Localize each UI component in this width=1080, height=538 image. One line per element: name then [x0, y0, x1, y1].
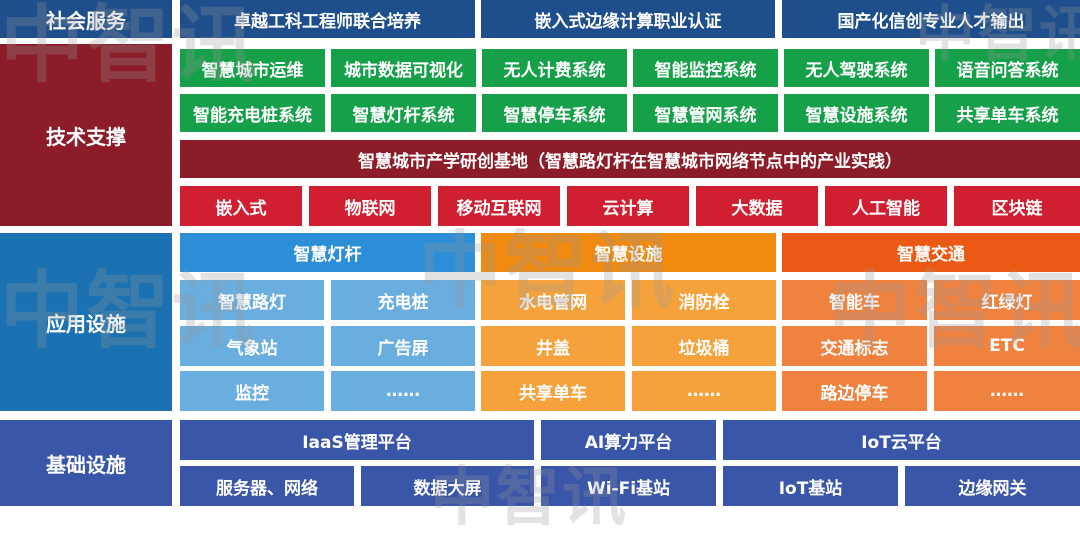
- group-header-smart-facilities: 智慧设施: [481, 233, 776, 272]
- group-header-smart-traffic: 智慧交通: [782, 233, 1080, 272]
- app-item-traffic-sign: 交通标志: [782, 326, 927, 366]
- system-smart-facilities: 智慧设施系统: [784, 94, 929, 132]
- group-header-smart-lamppost: 智慧灯杆: [180, 233, 475, 272]
- social-item-edge-certification: 嵌入式边缘计算职业认证: [481, 0, 775, 38]
- tech-ai: 人工智能: [825, 186, 947, 226]
- social-services-label: 社会服务: [0, 0, 172, 38]
- social-item-engineer-training: 卓越工科工程师联合培养: [180, 0, 475, 38]
- app-item-charging-pile: 充电桩: [331, 280, 475, 320]
- app-item-ad-screen: 广告屏: [331, 326, 475, 366]
- tech-big-data: 大数据: [696, 186, 818, 226]
- app-item-more-facilities: ……: [632, 371, 776, 411]
- app-item-more-traffic: ……: [934, 371, 1080, 411]
- system-city-data-visualization: 城市数据可视化: [331, 49, 476, 87]
- device-iot-station: IoT基站: [723, 466, 898, 506]
- system-autonomous-driving: 无人驾驶系统: [784, 49, 929, 87]
- app-item-smart-car: 智能车: [782, 280, 927, 320]
- application-facilities-label: 应用设施: [0, 233, 172, 411]
- app-item-surveillance: 监控: [180, 371, 324, 411]
- app-item-shared-bike: 共享单车: [481, 371, 625, 411]
- system-smart-city-ops: 智慧城市运维: [180, 49, 325, 87]
- system-smart-parking: 智慧停车系统: [482, 94, 627, 132]
- app-item-smart-streetlight: 智慧路灯: [180, 280, 324, 320]
- system-smart-monitoring: 智能监控系统: [633, 49, 778, 87]
- app-item-fire-hydrant: 消防栓: [632, 280, 776, 320]
- device-server-network: 服务器、网络: [180, 466, 354, 506]
- app-item-more-lamppost: ……: [331, 371, 475, 411]
- app-item-etc: ETC: [934, 326, 1080, 366]
- tech-blockchain: 区块链: [954, 186, 1080, 226]
- tech-cloud-computing: 云计算: [567, 186, 689, 226]
- system-voice-qa: 语音问答系统: [935, 49, 1080, 87]
- social-item-talent-output: 国产化信创专业人才输出: [782, 0, 1080, 38]
- app-item-manhole-cover: 井盖: [481, 326, 625, 366]
- platform-ai-compute: AI算力平台: [541, 420, 716, 460]
- app-item-trash-bin: 垃圾桶: [632, 326, 776, 366]
- tech-support-label: 技术支撑: [0, 44, 172, 226]
- device-edge-gateway: 边缘网关: [905, 466, 1080, 506]
- system-smart-lamppost: 智慧灯杆系统: [331, 94, 476, 132]
- system-smart-pipe-network: 智慧管网系统: [633, 94, 778, 132]
- platform-iaas: IaaS管理平台: [180, 420, 534, 460]
- system-unmanned-billing: 无人计费系统: [482, 49, 627, 87]
- infrastructure-label: 基础设施: [0, 420, 172, 506]
- device-wifi-station: Wi-Fi基站: [541, 466, 716, 506]
- app-item-roadside-parking: 路边停车: [782, 371, 927, 411]
- tech-mobile-internet: 移动互联网: [438, 186, 560, 226]
- system-shared-bike: 共享单车系统: [935, 94, 1080, 132]
- device-data-screen: 数据大屏: [361, 466, 534, 506]
- industry-base-banner: 智慧城市产学研创基地（智慧路灯杆在智慧城市网络节点中的产业实践）: [180, 140, 1080, 178]
- app-item-weather-station: 气象站: [180, 326, 324, 366]
- app-item-water-power-network: 水电管网: [481, 280, 625, 320]
- tech-embedded: 嵌入式: [180, 186, 302, 226]
- system-charging-pile: 智能充电桩系统: [180, 94, 325, 132]
- app-item-traffic-light: 红绿灯: [934, 280, 1080, 320]
- tech-iot: 物联网: [309, 186, 431, 226]
- platform-iot-cloud: IoT云平台: [723, 420, 1080, 460]
